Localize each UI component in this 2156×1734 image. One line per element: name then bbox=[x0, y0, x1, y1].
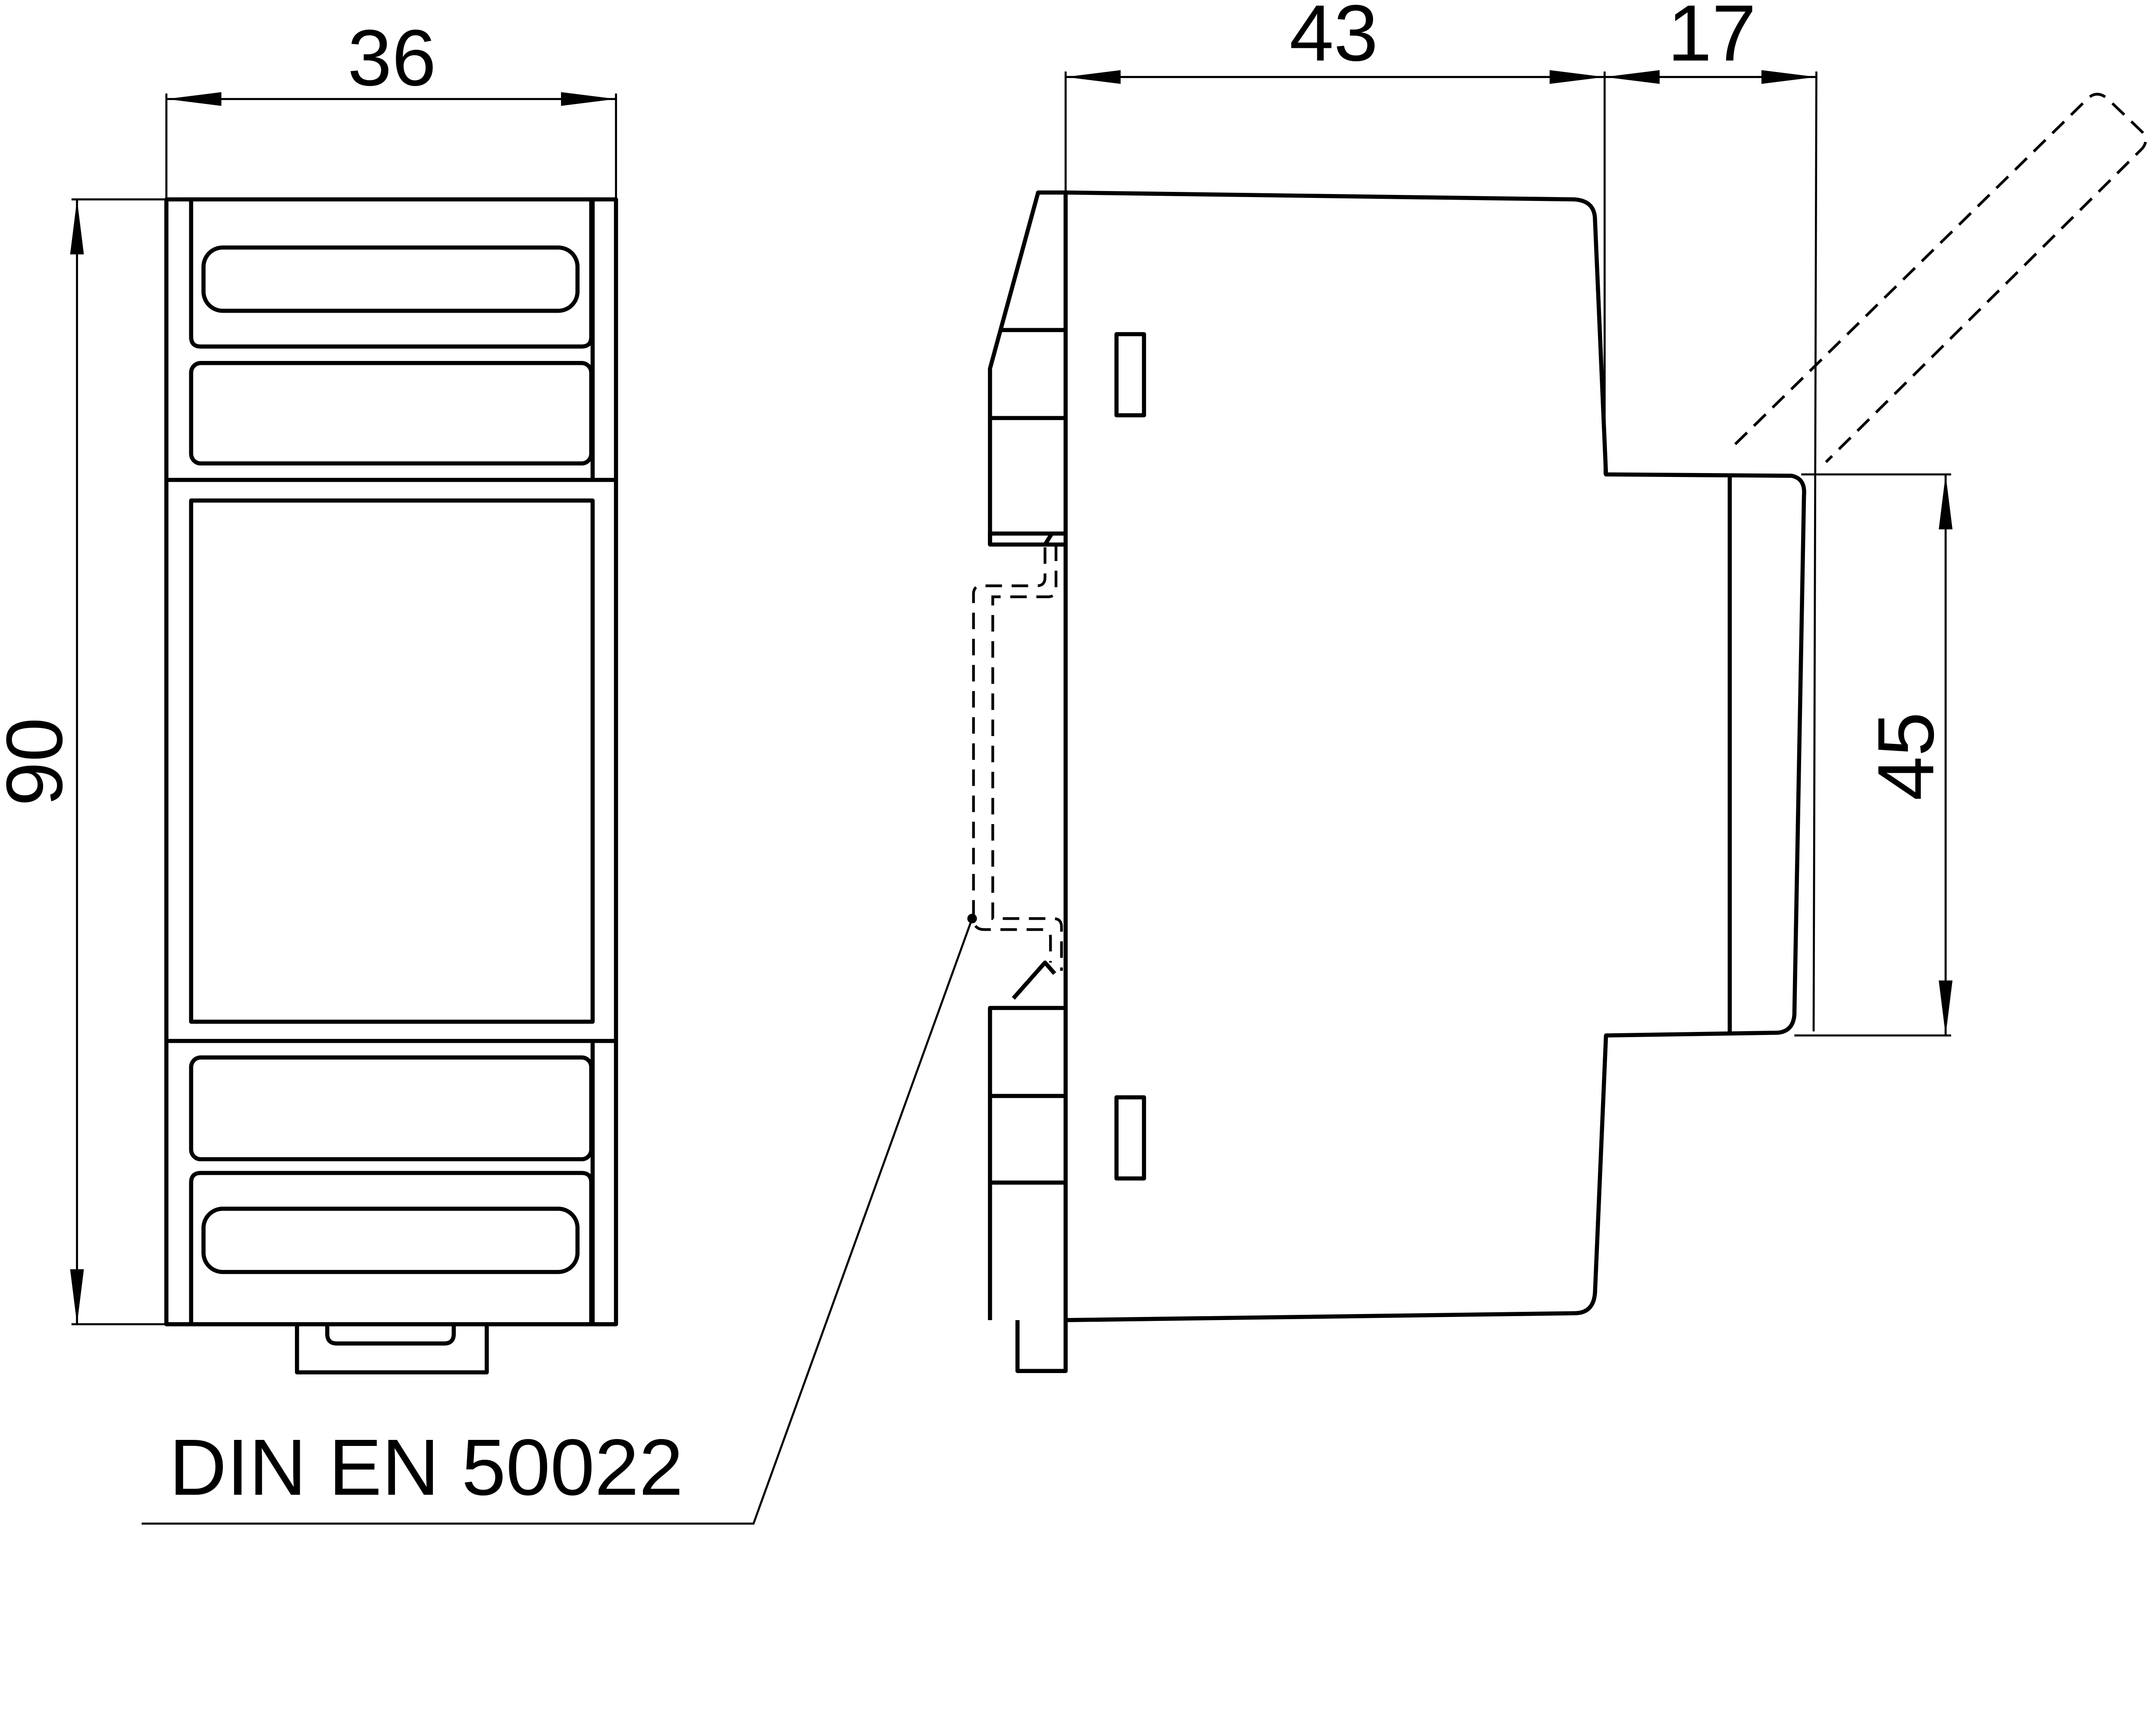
dimension-width: 36 bbox=[165, 14, 617, 200]
width-label: 36 bbox=[348, 14, 436, 103]
dimension-height: 90 bbox=[0, 198, 166, 1326]
side-view bbox=[972, 93, 2147, 1373]
height-label: 90 bbox=[0, 718, 79, 806]
bottom-slot bbox=[1114, 1095, 1146, 1181]
open-cover-outline bbox=[1734, 93, 2147, 463]
front-window bbox=[189, 498, 595, 1024]
front-depth-label: 17 bbox=[1667, 0, 1756, 78]
din-rail-callout: DIN EN 50022 bbox=[141, 913, 977, 1525]
dimension-depth: 43 17 bbox=[1064, 0, 1818, 1032]
din-standard-label: DIN EN 50022 bbox=[169, 1423, 683, 1512]
bottom-terminal-panel bbox=[189, 1055, 593, 1161]
side-clip bbox=[1015, 1320, 1068, 1373]
top-terminal-panel bbox=[189, 361, 593, 466]
depth-label: 43 bbox=[1289, 0, 1378, 78]
din-rail bbox=[991, 544, 1063, 971]
front-view bbox=[164, 197, 618, 1375]
top-label-slot bbox=[201, 245, 580, 313]
front-face-label: 45 bbox=[1861, 712, 1950, 801]
top-slot bbox=[1114, 332, 1146, 417]
bottom-label-slot bbox=[201, 1207, 580, 1274]
din-clip bbox=[295, 1324, 489, 1375]
technical-drawing: 36 90 43 17 45 bbox=[0, 0, 2147, 1525]
dimension-front-face: 45 bbox=[1794, 473, 1953, 1037]
